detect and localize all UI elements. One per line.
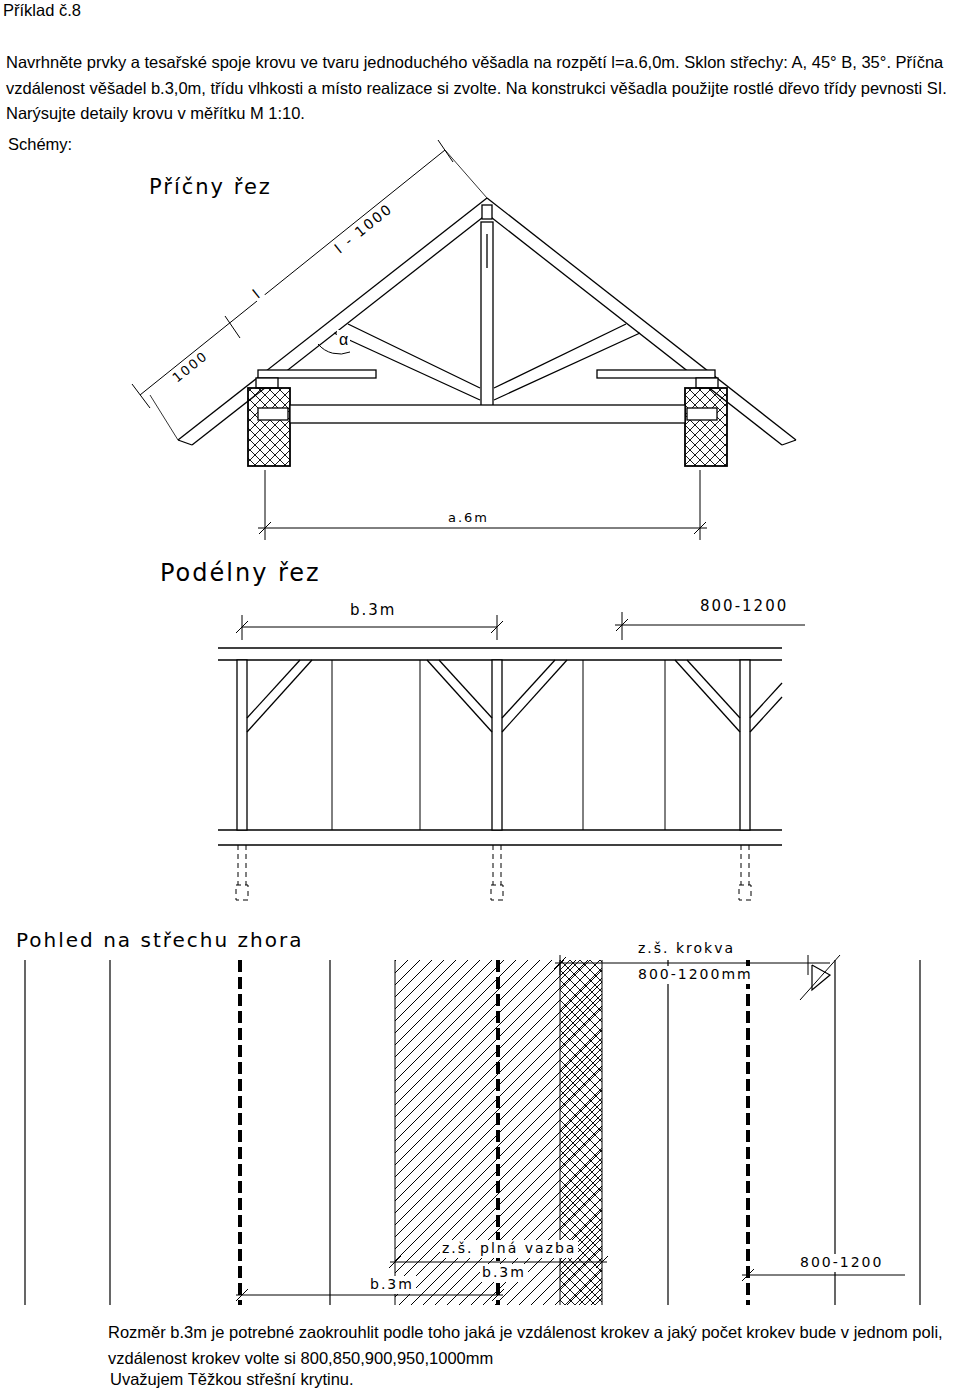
note-text: Rozměr b.3m je potrebné zaokrouhlit podl… [108, 1320, 956, 1371]
dimension-label: a.6m [446, 510, 491, 526]
schemes-label: Schémy: [6, 134, 74, 155]
dimension-label: 800-1200mm [636, 966, 755, 984]
example-title: Příklad č.8 [3, 0, 81, 21]
dimension-label: l - 1000 [330, 199, 398, 259]
dimension-label: 800-1200 [798, 1254, 885, 1272]
dimension-label: z.š. krokva [636, 940, 737, 958]
dimension-label: 1000 [168, 347, 213, 388]
view-title: Pohled na střechu zhora [14, 928, 305, 953]
dimension-label: 800-1200 [698, 597, 790, 616]
view-title: Příčny řez [147, 174, 274, 200]
assignment-text: Navrhněte prvky a tesařské spoje krovu v… [6, 50, 954, 127]
note-text: Uvažujem Těžkou střešní krytinu. [108, 1369, 356, 1390]
dimension-label: b.3m [348, 601, 398, 620]
dimension-label: b.3m [368, 1276, 416, 1294]
view-title: Podélny řez [158, 558, 323, 588]
dimension-label: l [248, 284, 267, 304]
angle-label: α [337, 330, 350, 350]
dimension-label: z.š. plná vazba [440, 1240, 578, 1258]
dimension-label: b.3m [480, 1264, 528, 1282]
